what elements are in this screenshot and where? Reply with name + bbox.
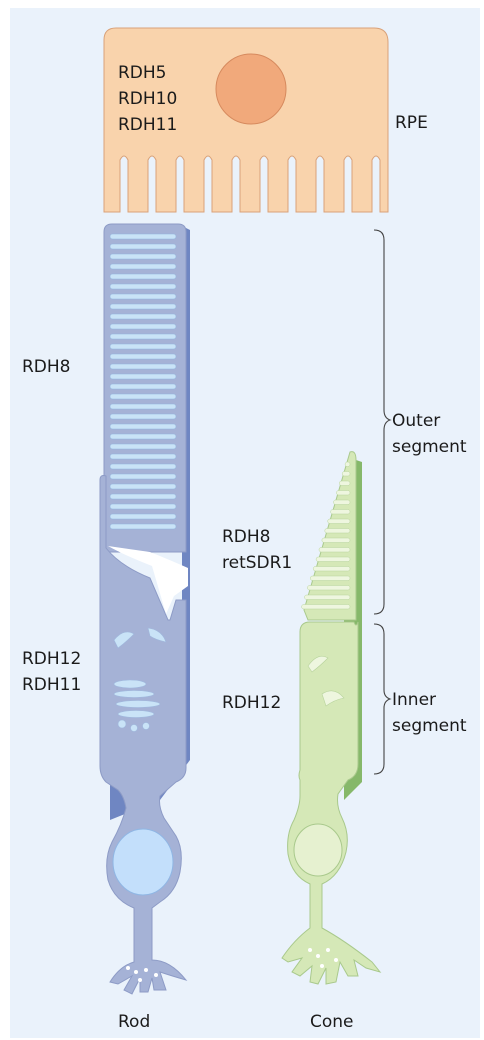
rod-disc: [110, 344, 176, 349]
cone-disc: [302, 605, 350, 610]
cone-label: Cone: [310, 1012, 354, 1032]
rod-nucleus: [113, 829, 173, 895]
cone-disc: [328, 519, 350, 524]
cone-disc: [334, 500, 351, 505]
cone-disc: [305, 595, 351, 600]
cone-outer-enzyme-2: retSDR1: [222, 553, 292, 573]
rod-disc: [110, 384, 176, 389]
rod-disc: [110, 284, 176, 289]
cone-disc: [331, 510, 350, 515]
cone-disc: [307, 586, 350, 591]
cone-disc: [319, 548, 350, 553]
outer-segment-bracket: [374, 230, 390, 614]
rod-disc: [110, 374, 176, 379]
rod-disc: [110, 234, 176, 239]
rod-disc: [110, 524, 176, 529]
rod-disc: [110, 484, 176, 489]
cone-disc: [339, 481, 350, 486]
rod-inner-enzyme-1: RDH12: [22, 649, 81, 669]
rod-disc: [110, 414, 176, 419]
rod-disc: [110, 424, 176, 429]
rod-cell: RDH8 RDH12 RDH11 Rod: [22, 224, 190, 1032]
rod-inner-enzyme-2: RDH11: [22, 675, 81, 695]
cone-disc: [310, 576, 350, 581]
rod-disc: [110, 364, 176, 369]
cone-disc: [313, 567, 350, 572]
inner-segment-label-line1: Inner: [392, 690, 436, 710]
cone-inner-segment: [282, 622, 380, 984]
cone-outer-enzyme-1: RDH8: [222, 527, 271, 547]
rod-disc: [110, 504, 176, 509]
outer-segment-label-line2: segment: [392, 437, 467, 457]
cone-disc: [345, 462, 350, 467]
cone-cell: RDH8 retSDR1 RDH12 Cone: [222, 452, 380, 1032]
rod-disc: [110, 404, 176, 409]
rod-outer-enzyme: RDH8: [22, 357, 71, 377]
rod-disc: [110, 274, 176, 279]
rpe-nucleus: [216, 54, 286, 124]
rod-disc: [110, 264, 176, 269]
rod-disc: [110, 464, 176, 469]
cone-nucleus: [294, 824, 342, 876]
rod-disc: [110, 354, 176, 359]
rod-disc: [110, 254, 176, 259]
rod-disc: [110, 314, 176, 319]
rod-disc: [110, 474, 176, 479]
rod-disc: [110, 444, 176, 449]
rod-disc: [110, 304, 176, 309]
cone-disc: [342, 472, 350, 477]
rpe-cell: RDH5 RDH10 RDH11 RPE: [104, 28, 428, 212]
rpe-label: RPE: [395, 113, 428, 133]
outer-segment-label-line1: Outer: [392, 411, 440, 431]
cone-disc: [325, 529, 350, 534]
rpe-enzyme-3: RDH11: [118, 115, 177, 135]
inner-segment-label-line2: segment: [392, 716, 467, 736]
rod-disc: [110, 324, 176, 329]
cone-disc: [336, 491, 350, 496]
rod-disc: [110, 294, 176, 299]
rod-label: Rod: [118, 1012, 150, 1032]
cone-disc: [316, 557, 350, 562]
rpe-enzyme-2: RDH10: [118, 89, 177, 109]
rod-disc: [110, 454, 176, 459]
rod-disc: [110, 514, 176, 519]
rod-disc: [110, 394, 176, 399]
segment-brackets: [374, 230, 390, 774]
rod-disc: [110, 494, 176, 499]
cone-disc: [322, 538, 350, 543]
inner-segment-bracket: [374, 624, 390, 774]
cone-inner-enzyme: RDH12: [222, 693, 281, 713]
rpe-enzyme-1: RDH5: [118, 63, 167, 83]
rod-disc: [110, 244, 176, 249]
rod-disc: [110, 434, 176, 439]
rod-disc: [110, 334, 176, 339]
